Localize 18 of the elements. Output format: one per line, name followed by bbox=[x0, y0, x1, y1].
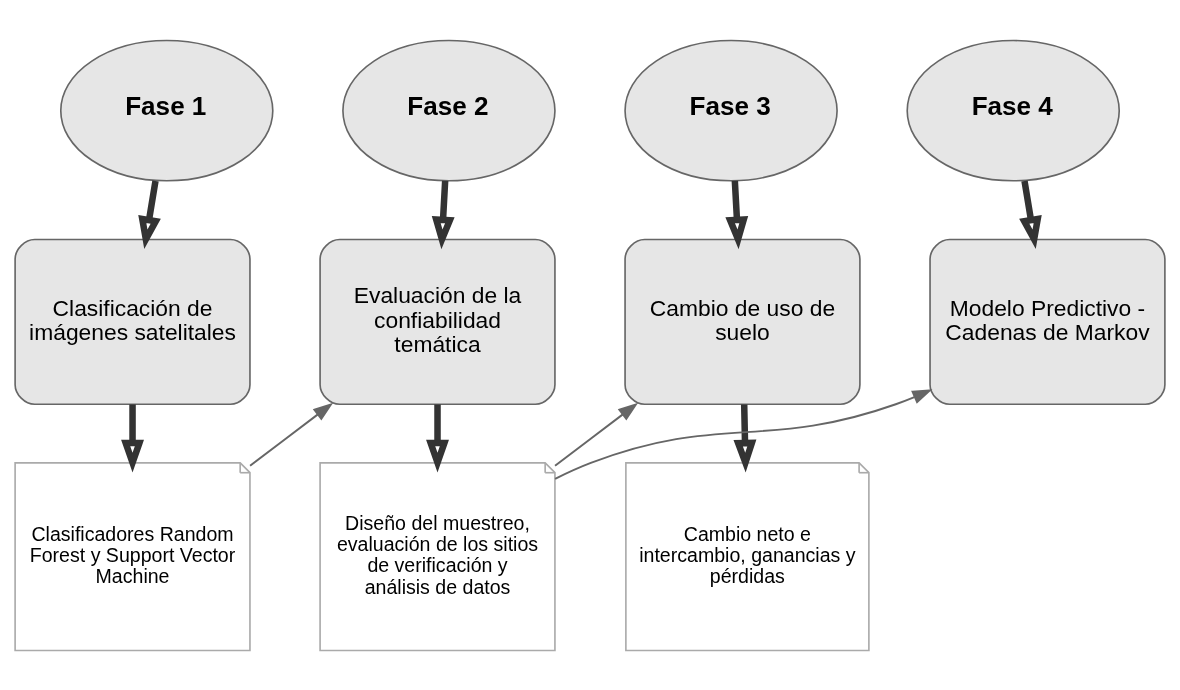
node-box: Clasificación de imágenes satelitales bbox=[14, 238, 251, 405]
node-box: Modelo Predictivo - Cadenas de Markov bbox=[929, 238, 1166, 405]
node-ellipse: Fase 4 bbox=[906, 39, 1121, 182]
node-ellipse: Fase 3 bbox=[624, 39, 838, 182]
arrow bbox=[554, 388, 933, 480]
node-box: Cambio de uso de suelo bbox=[624, 238, 861, 405]
arrow bbox=[554, 402, 639, 467]
arrow bbox=[431, 180, 455, 249]
arrow bbox=[138, 179, 161, 249]
node-box: Evaluación de la confiabilidad temática bbox=[319, 238, 556, 405]
arrow bbox=[1019, 179, 1042, 249]
arrow bbox=[725, 180, 749, 249]
arrow bbox=[426, 403, 449, 472]
node-ellipse: Fase 2 bbox=[342, 39, 556, 182]
arrow bbox=[121, 403, 144, 472]
arrow bbox=[249, 402, 334, 467]
node-ellipse: Fase 1 bbox=[59, 39, 274, 182]
arrow bbox=[733, 403, 757, 472]
